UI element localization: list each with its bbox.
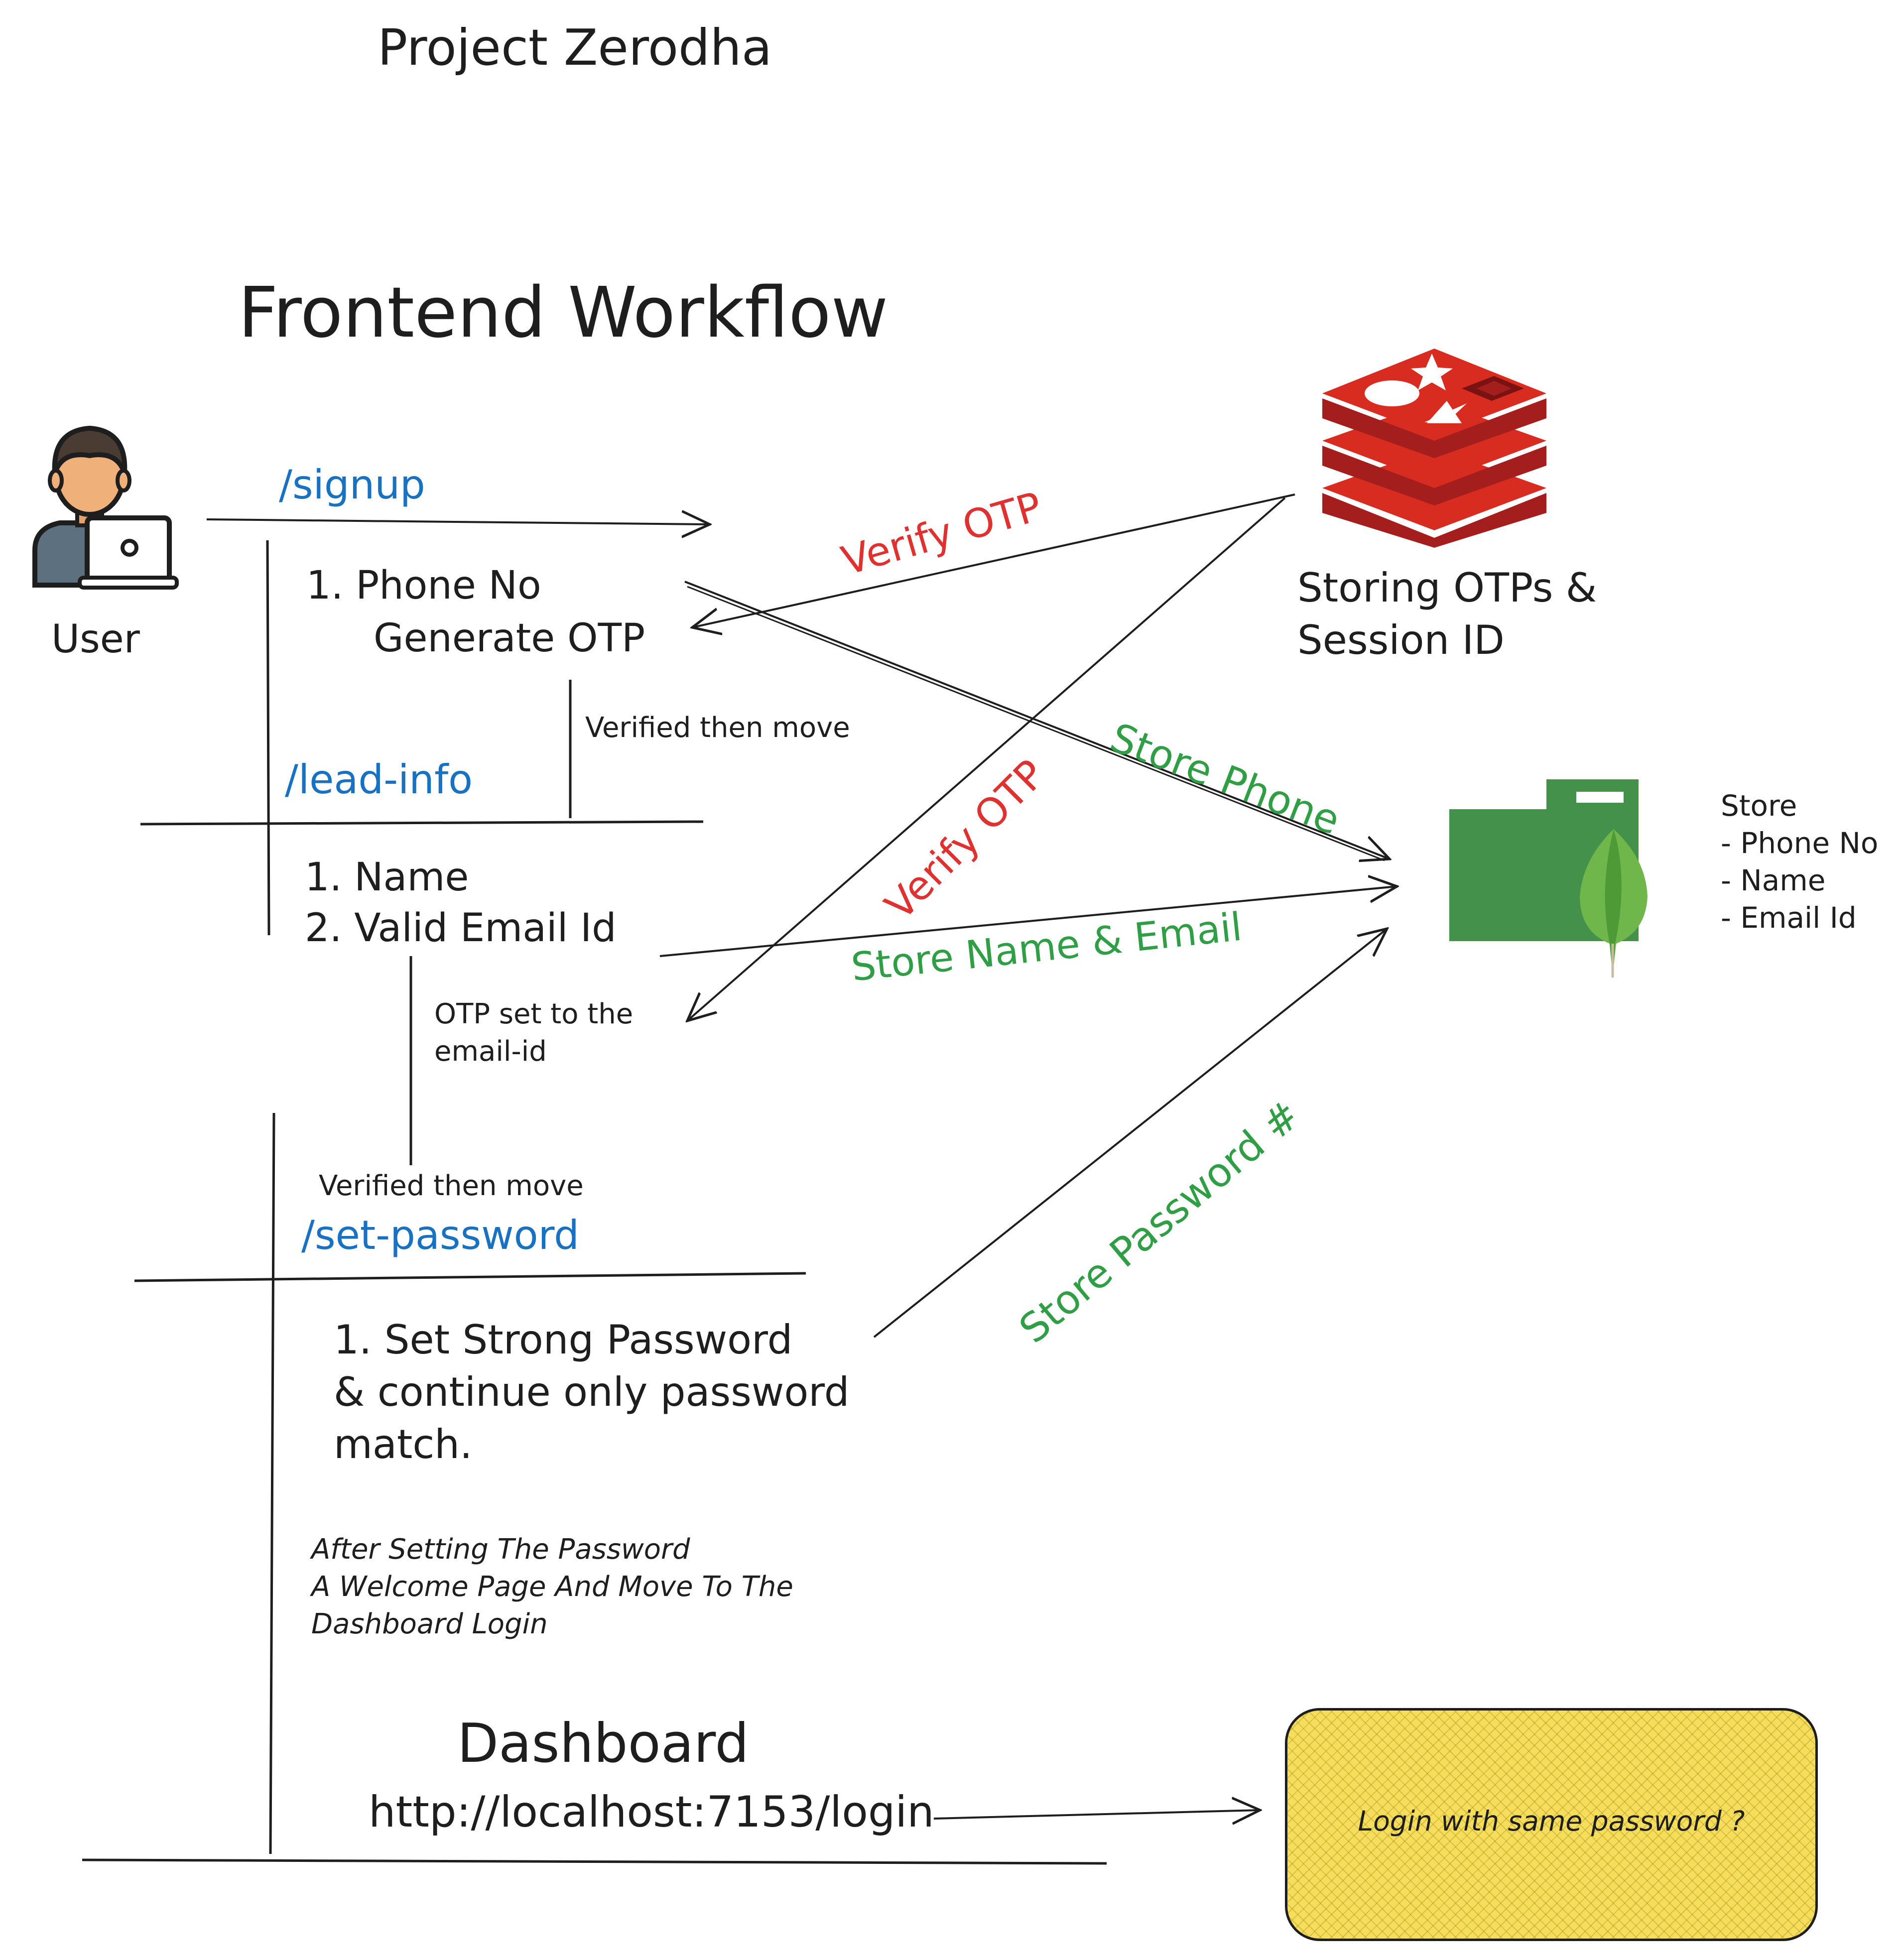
project-title: Project Zerodha <box>378 18 772 77</box>
workflow-title: Frontend Workflow <box>238 272 889 354</box>
store-password-arrow <box>873 929 1387 1338</box>
route-lead-info: /lead-info <box>285 756 473 803</box>
dashboard-url: http://localhost:7153/login <box>369 1787 934 1837</box>
redis-label-line2: Session ID <box>1297 617 1505 663</box>
store-phone-arrow-shadow <box>687 586 1385 861</box>
lead-step-name: 1. Name <box>305 855 469 900</box>
verify-otp-arrow-2 <box>687 497 1286 1021</box>
note-verified-move-2: Verified then move <box>319 1170 584 1202</box>
password-step-line3: match. <box>334 1421 473 1468</box>
dashboard-title: Dashboard <box>457 1713 749 1775</box>
flow-vertical-line-bottom <box>269 1112 275 1854</box>
redis-stack-icon <box>1312 339 1556 550</box>
separator-dashboard <box>82 1858 1107 1865</box>
mongo-store-title: Store <box>1721 789 1797 823</box>
login-box-label: Login with same password ? <box>1358 1805 1745 1837</box>
user-with-laptop-icon <box>25 411 179 592</box>
lead-step-email: 2. Valid Email Id <box>305 906 617 951</box>
mongo-store-item-name: - Name <box>1721 863 1826 897</box>
mongo-store-item-email: - Email Id <box>1721 901 1857 935</box>
redis-label-line1: Storing OTPs & <box>1297 565 1597 611</box>
dashboard-to-login-arrow <box>933 1810 1260 1819</box>
separator-lead-info <box>140 820 704 826</box>
store-name-email-arrow <box>659 886 1397 957</box>
signup-arrow <box>206 519 710 524</box>
mongodb-folder-icon <box>1449 779 1658 980</box>
note-verified-move-1: Verified then move <box>585 712 850 744</box>
note-otp-email-line2: email-id <box>434 1035 547 1068</box>
store-phone-arrow <box>684 581 1390 859</box>
signup-step-phone: 1. Phone No <box>306 563 541 608</box>
verify-otp-arrow-1 <box>692 493 1295 627</box>
flow-vertical-line-top <box>266 540 270 936</box>
mongo-store-item-phone: - Phone No <box>1721 826 1879 860</box>
signup-step-otp: Generate OTP <box>374 616 645 661</box>
password-step-line1: 1. Set Strong Password <box>334 1317 793 1363</box>
note-after-password-line2: A Welcome Page And Move To The <box>311 1571 793 1603</box>
password-step-line2: & continue only password <box>334 1369 850 1415</box>
route-signup: /signup <box>279 462 425 508</box>
login-box: Login with same password ? <box>1285 1708 1818 1941</box>
route-set-password: /set-password <box>301 1212 579 1258</box>
note-after-password-line1: After Setting The Password <box>311 1533 690 1566</box>
note-otp-email-line1: OTP set to the <box>434 998 634 1030</box>
separator-set-password <box>134 1272 806 1282</box>
user-label: User <box>51 617 140 662</box>
note-after-password-line3: Dashboard Login <box>311 1608 548 1640</box>
